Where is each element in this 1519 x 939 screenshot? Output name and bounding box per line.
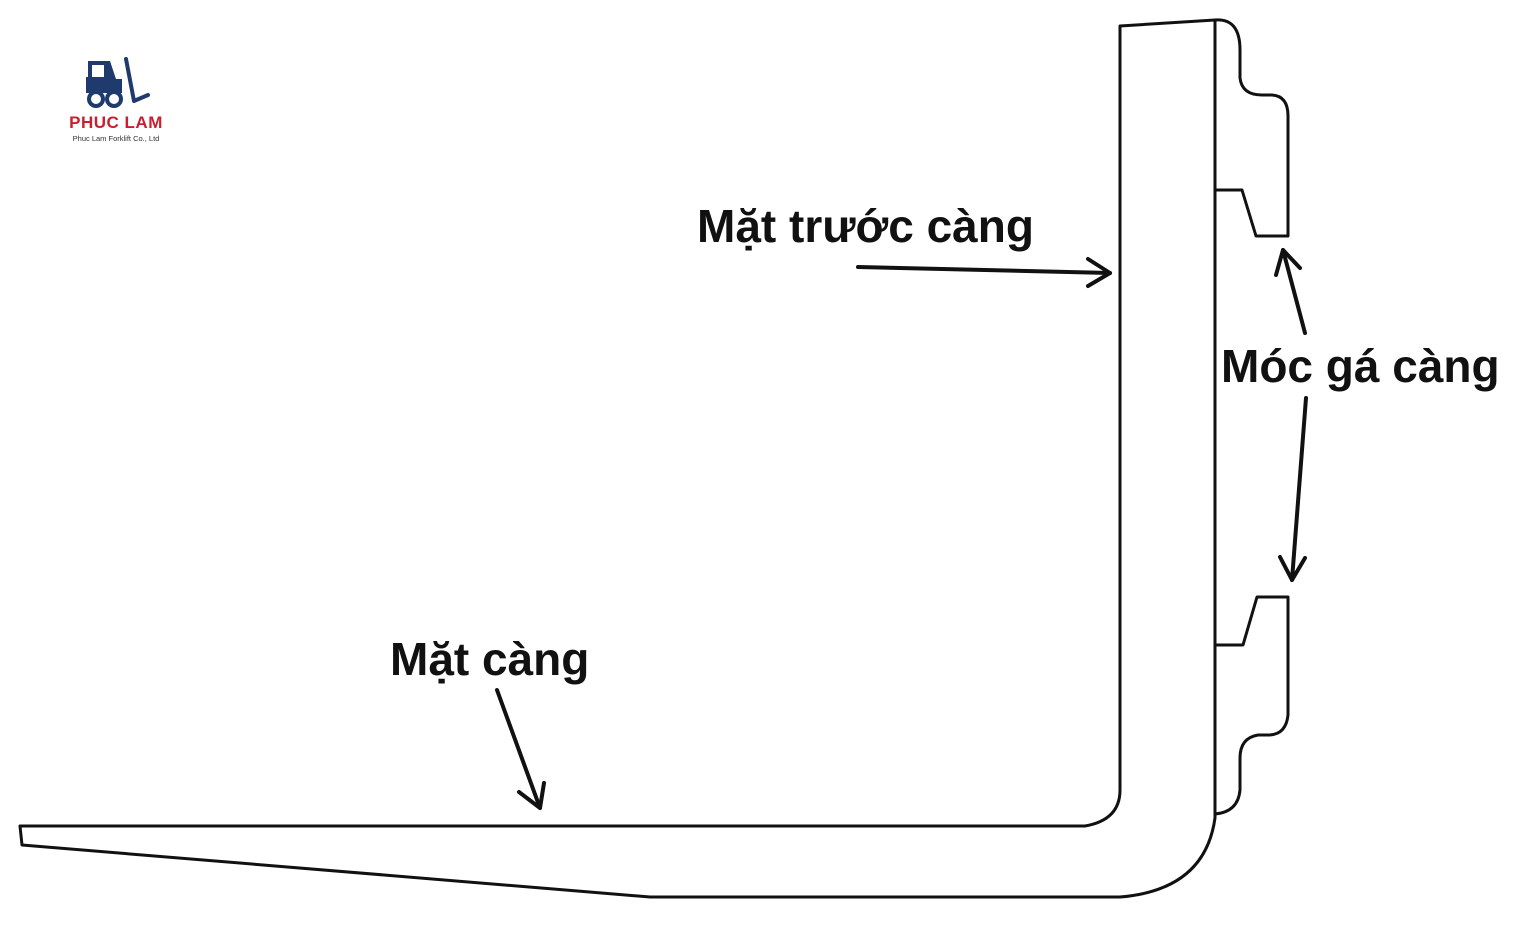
logo-subtitle: Phuc Lam Forklift Co., Ltd	[72, 134, 160, 143]
fork-lower-hook	[1213, 595, 1290, 816]
arrow-hook-upper	[1274, 248, 1307, 335]
logo-name: PHUC LAM	[69, 113, 163, 132]
forklift-icon	[86, 57, 150, 108]
company-logo: PHUC LAM Phuc Lam Forklift Co., Ltd	[56, 55, 176, 143]
arrow-front-face	[856, 257, 1112, 288]
fork-back-edge	[1213, 18, 1290, 238]
arrow-hook-lower	[1278, 396, 1308, 582]
arrow-fork-face	[495, 688, 546, 810]
fork-outline	[18, 18, 1217, 899]
label-fork-face: Mặt càng	[390, 633, 590, 685]
label-hooks: Móc gá càng	[1221, 340, 1500, 392]
label-front-face: Mặt trước càng	[697, 200, 1034, 252]
